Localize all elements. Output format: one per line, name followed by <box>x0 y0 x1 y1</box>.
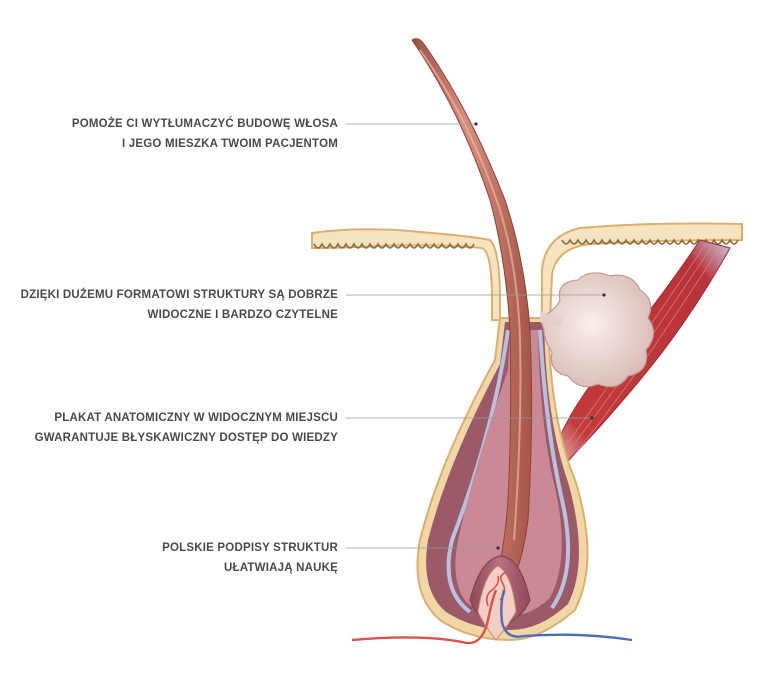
sebaceous-gland <box>539 272 655 388</box>
callout-large-format: DZIĘKI DUŻEMU FORMATOWI STRUKTURY SĄ DOB… <box>21 285 338 325</box>
callout-line: WIDOCZNE I BARDZO CZYTELNE <box>147 309 338 321</box>
leader-lines <box>346 123 604 549</box>
callout-line: UŁATWIAJĄ NAUKĘ <box>224 562 338 574</box>
callout-line: POLSKIE PODPISY STRUKTUR <box>162 542 338 554</box>
callout-line: DZIĘKI DUŻEMU FORMATOWI STRUKTURY SĄ DOB… <box>20 289 338 301</box>
callout-poster-access: PLAKAT ANATOMICZNY W WIDOCZNYM MIEJSCU G… <box>35 408 338 448</box>
callout-line: GWARANTUJE BŁYSKAWICZNY DOSTĘP DO WIEDZY <box>34 432 338 444</box>
leader-dots <box>474 122 606 550</box>
callout-line: PLAKAT ANATOMICZNY W WIDOCZNYM MIEJSCU <box>54 412 338 424</box>
callout-line: POMOŻE CI WYTŁUMACZYĆ BUDOWĘ WŁOSA <box>71 118 338 130</box>
skin-surface-left <box>311 228 501 321</box>
hair-medulla <box>419 49 522 541</box>
gland-duct <box>540 310 562 326</box>
callout-structure-explanation: POMOŻE CI WYTŁUMACZYĆ BUDOWĘ WŁOSA I JEG… <box>72 114 338 154</box>
vein <box>500 589 633 642</box>
inner-root-sheath <box>446 329 571 614</box>
artery <box>351 589 498 645</box>
callout-polish-labels: POLSKIE PODPISY STRUKTUR UŁATWIAJĄ NAUKĘ <box>162 538 338 578</box>
follicle-inner <box>455 330 562 616</box>
callout-line: I JEGO MIESZKA TWOIM PACJENTOM <box>122 138 338 150</box>
